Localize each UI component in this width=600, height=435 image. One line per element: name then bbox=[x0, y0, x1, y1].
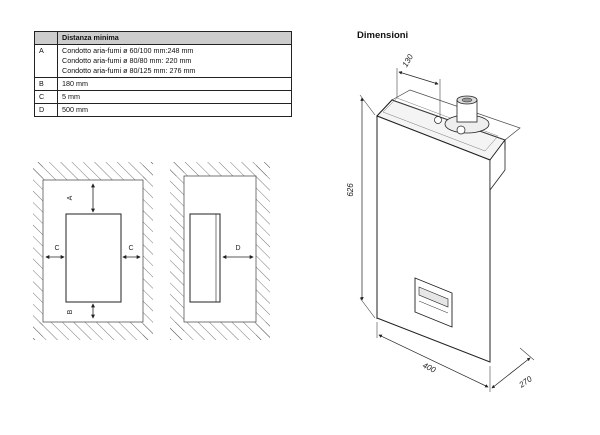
width-dimension-line bbox=[378, 334, 489, 388]
side-clearance-diagram: D bbox=[170, 162, 270, 340]
label-b: B bbox=[67, 309, 74, 314]
flue-dimension-line bbox=[398, 71, 439, 85]
row-value-line: 500 mm bbox=[62, 105, 88, 114]
label-a: A bbox=[67, 195, 74, 200]
dimensions-title: Dimensioni bbox=[357, 30, 409, 41]
flue-dimension-label: 130 bbox=[401, 52, 416, 69]
flue-inner bbox=[461, 97, 473, 103]
label-c-left: C bbox=[54, 245, 59, 252]
front-wall-hatch-bottom bbox=[33, 322, 153, 340]
side-wall-hatch-top bbox=[170, 162, 270, 176]
side-boiler-body bbox=[189, 213, 221, 303]
control-divider bbox=[418, 300, 449, 314]
depth-dimension-label: 270 bbox=[517, 374, 534, 390]
label-c-right: C bbox=[128, 245, 133, 252]
width-dimension-label: 400 bbox=[421, 361, 437, 375]
height-ext-bottom bbox=[359, 297, 376, 319]
front-wall-hatch-left bbox=[33, 162, 43, 340]
side-wall-hatch-left bbox=[170, 162, 184, 340]
side-wall-hatch-bottom bbox=[170, 322, 270, 340]
row-value-line: 5 mm bbox=[62, 92, 80, 101]
front-wall-hatch-right bbox=[143, 162, 153, 340]
depth-dimension-line bbox=[491, 357, 531, 389]
depth-ext-right bbox=[519, 347, 535, 361]
boiler-back-bracket bbox=[489, 138, 506, 192]
row-value-line: Condotto aria-fumi ø 80/80 mm: 220 mm bbox=[62, 56, 192, 65]
row-value-line: Condotto aria-fumi ø 80/125 mm: 276 mm bbox=[62, 66, 196, 75]
flue-front-plug bbox=[456, 125, 466, 135]
label-d: D bbox=[235, 245, 240, 252]
boiler-3d-drawing: 626 400 270 130 bbox=[346, 52, 535, 392]
boiler-top-rim bbox=[382, 97, 499, 152]
side-wall-hatch-right bbox=[256, 162, 270, 340]
row-value: 500 mm bbox=[57, 103, 292, 117]
front-clearance-diagram: A B C C bbox=[33, 162, 153, 340]
row-value-line: 180 mm bbox=[62, 79, 88, 88]
control-display bbox=[418, 286, 449, 308]
front-boiler-body bbox=[65, 213, 122, 303]
flue-side-plug bbox=[434, 116, 442, 124]
table-header-row: Distanza minima bbox=[34, 31, 292, 45]
front-wall-hatch-top bbox=[33, 162, 153, 180]
row-value-line: Condotto aria-fumi ø 60/100 mm:248 mm bbox=[62, 46, 194, 55]
boiler-front-face bbox=[376, 115, 491, 363]
height-dimension-label: 626 bbox=[346, 183, 355, 197]
table-header-title: Distanza minima bbox=[57, 31, 292, 45]
